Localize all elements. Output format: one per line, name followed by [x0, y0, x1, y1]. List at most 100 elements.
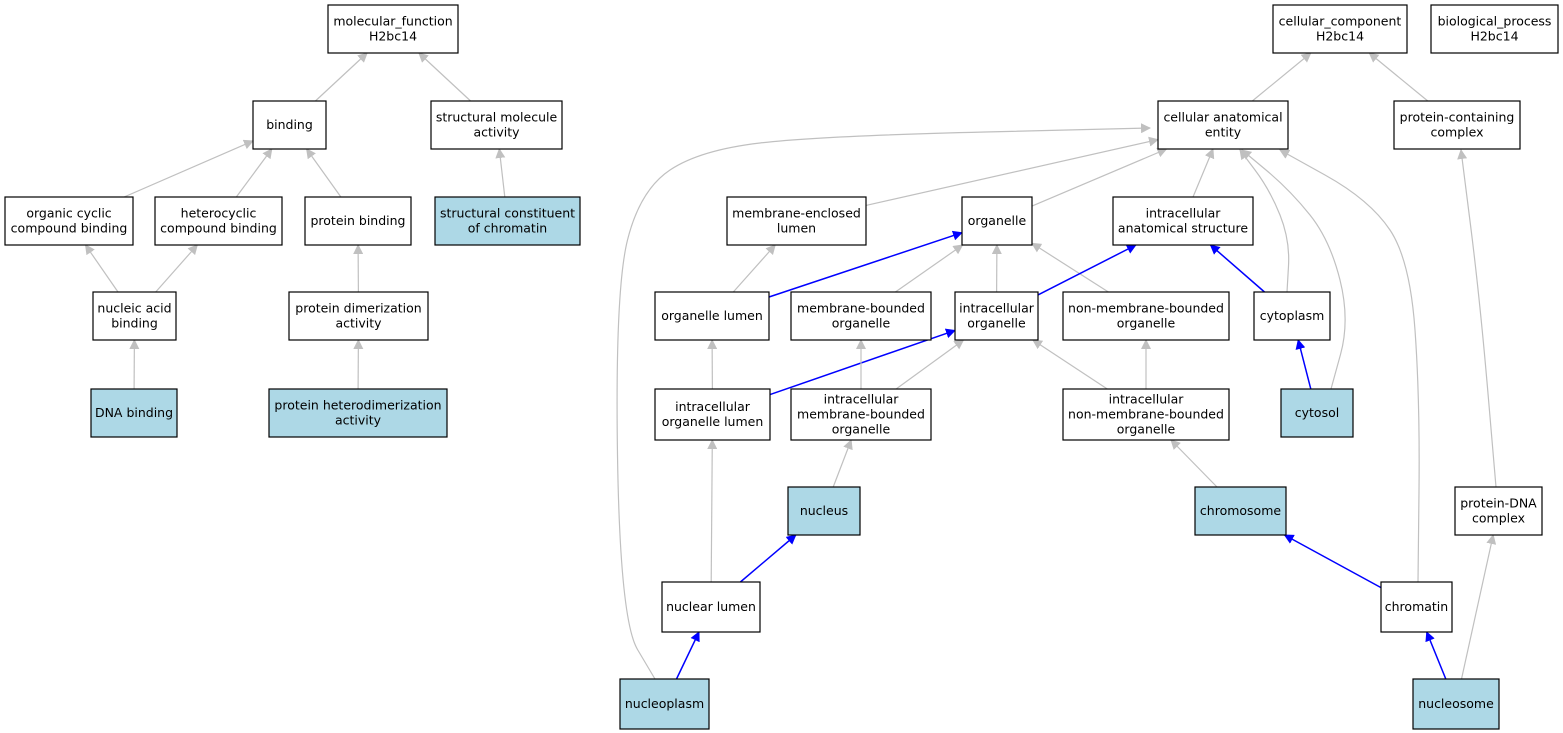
node-label-line: structural molecule [436, 110, 558, 125]
node-box [1454, 486, 1543, 536]
edge-intracellular-organelle-to-intracellular-anatomical-structure [1037, 244, 1137, 296]
node-box [1280, 388, 1354, 438]
node-label-line: anatomical structure [1118, 221, 1248, 236]
node-box [1112, 196, 1254, 246]
node-box [726, 196, 867, 246]
node-cytosol[interactable]: cytosol [1280, 388, 1354, 438]
node-label-line: membrane-bounded [797, 407, 925, 422]
edge-nucleoplasm-to-cellular-anatomical-entity [616, 123, 1151, 680]
node-label-line: protein-containing [1400, 110, 1515, 125]
edge-nuclear-lumen-to-intracellular-organelle-lumen [707, 439, 718, 583]
node-label-line: complex [1472, 511, 1525, 526]
edge-nucleus-to-intracellular-membrane-bounded-organelle [832, 439, 853, 488]
node-label-line: nuclear lumen [666, 599, 756, 614]
node-label-line: organelle [832, 422, 891, 437]
node-organelle-lumen[interactable]: organelle lumen [654, 291, 770, 341]
node-label-line: membrane-enclosed [732, 206, 861, 221]
node-box [654, 291, 770, 341]
node-intracellular-non-membrane-bounded-organelle[interactable]: intracellularnon-membrane-boundedorganel… [1062, 388, 1230, 441]
node-label-line: intracellular [1146, 206, 1222, 221]
node-box [288, 291, 429, 341]
node-box [954, 291, 1039, 341]
node-box [790, 291, 932, 341]
edge-cytosol-to-cellular-anatomical-entity [1241, 149, 1346, 390]
node-binding[interactable]: binding [252, 100, 327, 150]
node-box [1380, 581, 1453, 633]
node-label-line: non-membrane-bounded [1068, 407, 1224, 422]
node-dna-binding[interactable]: DNA binding [90, 388, 178, 438]
node-box [1272, 4, 1408, 54]
node-label-line: protein-DNA [1460, 496, 1537, 511]
edge-chromatin-to-cellular-anatomical-entity [1279, 149, 1420, 583]
node-label-line: organelle [968, 213, 1027, 228]
node-box [961, 196, 1033, 246]
node-box [790, 388, 932, 441]
node-nucleus[interactable]: nucleus [787, 486, 861, 536]
node-chromatin[interactable]: chromatin [1380, 581, 1453, 633]
node-label-line: membrane-bounded [797, 301, 925, 316]
node-label-line: activity [335, 316, 382, 331]
node-label-line: nucleus [800, 503, 848, 518]
node-label-line: complex [1431, 125, 1484, 140]
edge-cytosol-to-cytoplasm [1295, 339, 1312, 390]
node-label-line: H2bc14 [1470, 29, 1518, 44]
node-organelle[interactable]: organelle [961, 196, 1033, 246]
node-label-line: intracellular [675, 399, 751, 414]
node-cytoplasm[interactable]: cytoplasm [1253, 291, 1331, 341]
node-nucleosome[interactable]: nucleosome [1412, 678, 1500, 730]
edge-membrane-bounded-organelle-to-organelle [895, 244, 964, 293]
node-nuclear-lumen[interactable]: nuclear lumen [661, 581, 761, 633]
node-chromosome[interactable]: chromosome [1194, 486, 1287, 536]
node-label-line: protein dimerization [295, 301, 421, 316]
edge-membrane-enclosed-lumen-to-cellular-anatomical-entity [865, 136, 1159, 206]
node-box [1062, 291, 1230, 341]
node-label-line: nucleosome [1418, 696, 1494, 711]
edge-binding-to-molecular-function [314, 52, 368, 102]
node-label-line: activity [473, 125, 520, 140]
node-label-line: organelle lumen [661, 308, 763, 323]
node-label-line: compound binding [11, 221, 128, 236]
node-label-line: structural constituent [440, 206, 575, 221]
node-box [1393, 100, 1521, 150]
node-label-line: entity [1205, 125, 1242, 140]
node-label-line: activity [335, 413, 382, 428]
node-box [619, 678, 710, 730]
edge-intracellular-organelle-lumen-to-intracellular-organelle [769, 328, 956, 396]
node-label-line: nucleoplasm [625, 696, 704, 711]
edge-structural-molecule-activity-to-molecular-function [418, 52, 472, 102]
node-label-line: chromosome [1200, 503, 1281, 518]
edge-organic-cyclic-compound-binding-to-binding [123, 139, 254, 198]
node-box [252, 100, 327, 150]
node-protein-binding[interactable]: protein binding [304, 196, 412, 246]
node-label-line: compound binding [160, 221, 277, 236]
edge-intracellular-anatomical-structure-to-cellular-anatomical-entity [1192, 148, 1215, 198]
node-label-line: organic cyclic [26, 206, 111, 221]
node-label-line: protein binding [310, 213, 405, 228]
node-box [654, 388, 771, 441]
node-box [154, 196, 283, 246]
node-nucleoplasm[interactable]: nucleoplasm [619, 678, 710, 730]
node-label-line: DNA binding [95, 405, 173, 420]
node-box [4, 196, 134, 246]
